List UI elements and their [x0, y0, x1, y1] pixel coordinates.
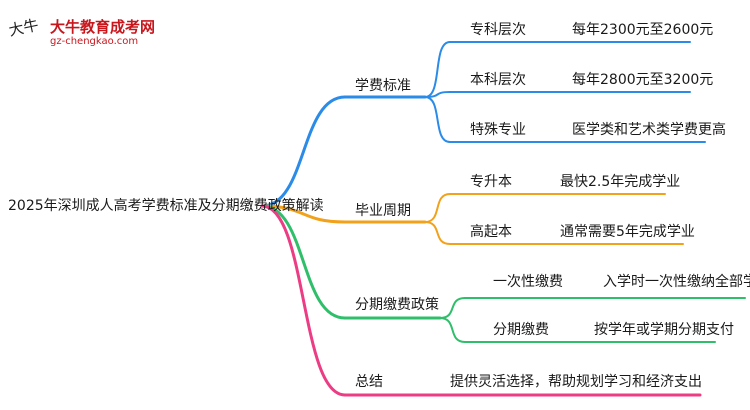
- branch-summary: 总结: [355, 374, 383, 390]
- value-upgrade-bachelor: 最快2.5年完成学业: [560, 174, 681, 190]
- leaf-connector-0-1: [424, 91, 451, 98]
- leaf-connector-2-0: [439, 297, 466, 319]
- value-special-major: 医学类和艺术类学费更高: [572, 122, 726, 138]
- brand-logo: 大牛 大牛教育成考网 gz-chengkao.com: [7, 14, 170, 54]
- branch-connector-1: [260, 204, 347, 224]
- logo-url: gz-chengkao.com: [50, 36, 139, 47]
- value-undergraduate: 每年2800元至3200元: [572, 72, 714, 88]
- leaf-connector-0-0: [424, 41, 451, 98]
- value-installment: 按学年或学期分期支付: [594, 322, 734, 338]
- logo-name: 大牛教育成考网: [50, 18, 156, 36]
- branch-connector-0: [260, 95, 347, 208]
- root-topic: 2025年深圳成人高考学费标准及分期缴费政策解读: [8, 198, 324, 214]
- branch-tuition-standard: 学费标准: [355, 78, 411, 94]
- branch-installment-policy: 分期缴费政策: [355, 297, 439, 313]
- value-lump-sum: 入学时一次性缴纳全部学费: [603, 274, 750, 290]
- leaf-connector-1-0: [424, 193, 451, 223]
- value-summary: 提供灵活选择，帮助规划学习和经济支出: [450, 374, 702, 390]
- value-junior-college: 每年2300元至2600元: [572, 22, 714, 38]
- node-special-major: 特殊专业: [470, 122, 526, 138]
- branch-connector-3: [260, 204, 347, 397]
- leaf-connector-2-1: [439, 317, 466, 343]
- node-undergraduate: 本科层次: [470, 72, 526, 88]
- leaf-connector-0-2: [424, 96, 451, 143]
- value-highschool-bachelor: 通常需要5年完成学业: [560, 224, 695, 240]
- node-highschool-bachelor: 高起本: [470, 224, 512, 240]
- branch-graduation-period: 毕业周期: [355, 203, 411, 219]
- node-junior-college: 专科层次: [470, 22, 526, 38]
- logo-mark-icon: 大牛: [7, 15, 41, 40]
- node-lump-sum: 一次性缴费: [493, 274, 563, 290]
- branch-connector-2: [260, 204, 347, 320]
- node-upgrade-bachelor: 专升本: [470, 174, 512, 190]
- leaf-connector-1-1: [424, 221, 451, 245]
- node-installment: 分期缴费: [493, 322, 549, 338]
